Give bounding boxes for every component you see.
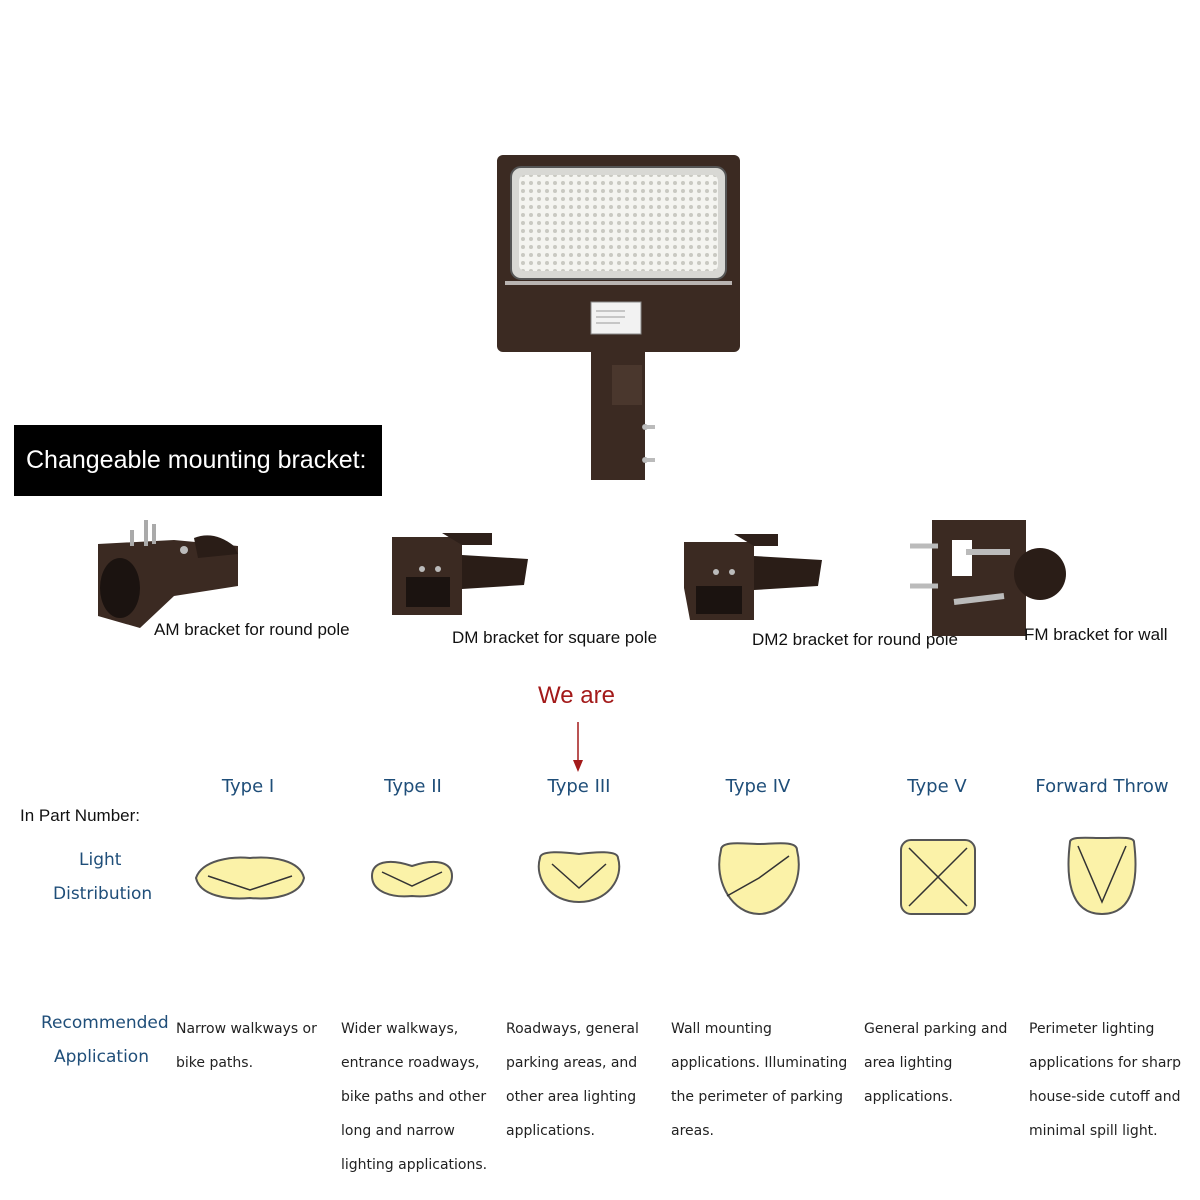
type-ii-application-line: long and narrow — [341, 1123, 455, 1139]
type-i-distribution-icon — [194, 856, 306, 900]
type-i-application-line: Narrow walkways or — [176, 1021, 317, 1037]
fm-bracket-image — [910, 520, 1066, 636]
type-i-application: Narrow walkways or bike paths. — [176, 1012, 317, 1080]
type-i-application-line: bike paths. — [176, 1055, 254, 1071]
type-iv-application-line: areas. — [671, 1123, 714, 1139]
type-i-header: Type I — [221, 776, 275, 797]
forward-throw-header: Forward Throw — [1035, 776, 1169, 797]
fm-bracket-label: FM bracket for wall — [1024, 625, 1168, 644]
distribution-label: Distribution — [53, 884, 153, 904]
type-ii-application-line: entrance roadways, — [341, 1055, 480, 1071]
type-ii-distribution-icon — [370, 860, 454, 898]
dm-bracket-label: DM bracket for square pole — [452, 628, 658, 647]
type-iii-distribution-icon — [537, 851, 621, 904]
type-v-application-line: applications. — [864, 1089, 953, 1105]
am-bracket-label: AM bracket for round pole — [154, 620, 350, 639]
forward-throw-application-line: minimal spill light. — [1029, 1123, 1158, 1139]
type-iii-application-line: applications. — [506, 1123, 595, 1139]
type-iii-application-line: Roadways, general — [506, 1021, 639, 1037]
type-ii-application-line: bike paths and other — [341, 1089, 487, 1105]
forward-throw-application-line: applications for sharp — [1029, 1055, 1182, 1071]
type-iv-application-line: the perimeter of parking — [671, 1089, 844, 1105]
dm-bracket-image — [392, 533, 528, 615]
recommended-label: Recommended — [41, 1013, 169, 1033]
type-iii-application-line: other area lighting — [506, 1089, 637, 1105]
mounting-bracket-banner: Changeable mounting bracket: — [14, 425, 382, 496]
am-bracket-image — [98, 520, 238, 628]
type-iv-distribution-icon — [718, 842, 800, 916]
type-v-application-line: area lighting — [864, 1055, 953, 1071]
forward-throw-application-line: Perimeter lighting — [1029, 1021, 1155, 1037]
type-ii-application-line: lighting applications. — [341, 1157, 488, 1173]
type-iv-application-line: Wall mounting — [671, 1021, 772, 1037]
type-iv-application: Wall mounting applications. Illuminating… — [671, 1012, 847, 1148]
dm2-bracket-label: DM2 bracket for round pole — [752, 630, 958, 649]
type-v-distribution-icon — [900, 839, 976, 915]
type-iii-application-line: parking areas, and — [506, 1055, 638, 1071]
led-shoebox-fixture-image — [497, 155, 740, 480]
forward-throw-application: Perimeter lighting applications for shar… — [1029, 1012, 1181, 1148]
application-label: Application — [54, 1047, 149, 1067]
type-ii-application: Wider walkways, entrance roadways, bike … — [341, 1012, 487, 1182]
type-ii-application-line: Wider walkways, — [341, 1021, 459, 1037]
down-arrow-icon — [573, 722, 583, 772]
type-iii-header: Type III — [547, 776, 611, 797]
type-ii-header: Type II — [384, 776, 442, 797]
type-v-application: General parking and area lighting applic… — [864, 1012, 1007, 1114]
forward-throw-distribution-icon — [1067, 836, 1137, 916]
forward-throw-application-line: house-side cutoff and — [1029, 1089, 1181, 1105]
dm2-bracket-image — [684, 534, 822, 620]
type-iv-application-line: applications. Illuminating — [671, 1055, 848, 1071]
part-number-label: In Part Number: — [20, 806, 140, 825]
type-iii-application: Roadways, general parking areas, and oth… — [506, 1012, 639, 1148]
type-v-application-line: General parking and — [864, 1021, 1008, 1037]
we-are-callout: We are — [538, 682, 615, 709]
light-label: Light — [79, 850, 122, 870]
type-v-header: Type V — [907, 776, 967, 797]
type-iv-header: Type IV — [725, 776, 791, 797]
